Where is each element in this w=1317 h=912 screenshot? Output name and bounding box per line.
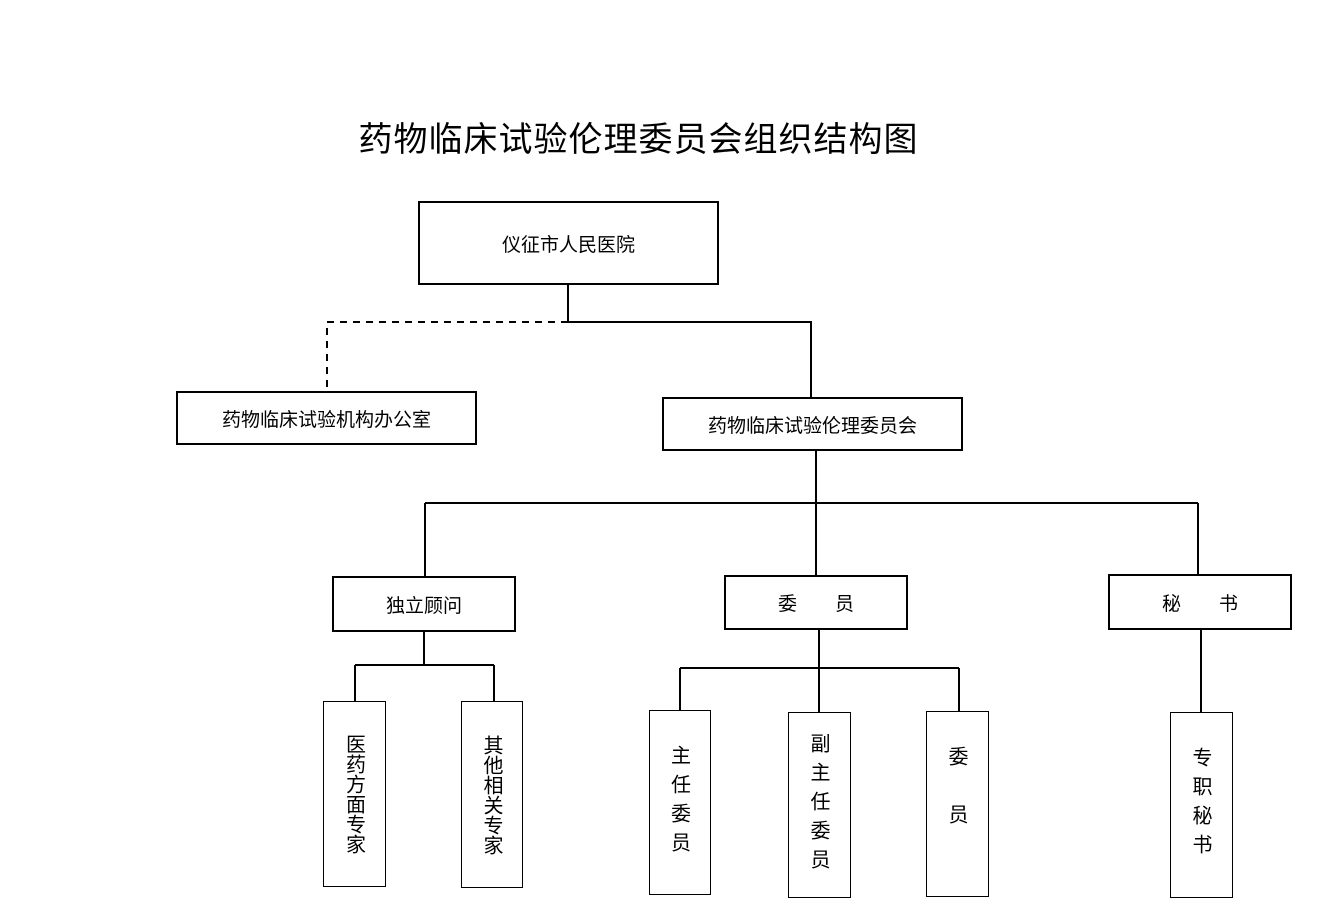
- node-other-expert-label: 其他相关专家: [480, 734, 504, 855]
- node-hospital: 仪征市人民医院: [418, 201, 719, 285]
- node-member: 委 员: [724, 575, 908, 630]
- node-committee-member-label: 委员: [945, 746, 969, 862]
- node-pharma-expert-label: 医药方面专家: [342, 734, 367, 854]
- diagram-title: 药物临床试验伦理委员会组织结构图: [0, 112, 1317, 161]
- node-committee-label: 药物临床试验伦理委员会: [707, 414, 917, 437]
- line-committee-branch: [568, 321, 812, 398]
- node-pharma-expert: 医药方面专家: [323, 701, 386, 887]
- node-chair-label: 主任委员: [667, 744, 692, 861]
- node-full-secretary-label: 专职秘书: [1189, 747, 1213, 863]
- node-full-secretary: 专职秘书: [1170, 712, 1233, 898]
- node-vice-chair: 副主任委员: [788, 712, 851, 898]
- node-other-expert: 其他相关专家: [461, 701, 523, 888]
- node-hospital-label: 仪征市人民医院: [501, 233, 635, 256]
- node-vice-chair-label: 副主任委员: [807, 732, 831, 878]
- node-advisor: 独立顾问: [332, 576, 516, 632]
- node-chair: 主任委员: [649, 710, 711, 895]
- node-committee: 药物临床试验伦理委员会: [662, 397, 963, 451]
- line-dashed-office: [326, 321, 568, 392]
- node-office-label: 药物临床试验机构办公室: [221, 408, 431, 431]
- node-office: 药物临床试验机构办公室: [176, 391, 477, 445]
- node-member-label: 委 员: [777, 593, 854, 615]
- node-advisor-label: 独立顾问: [385, 594, 462, 617]
- diagram-title-text: 药物临床试验伦理委员会组织结构图: [358, 120, 919, 160]
- node-secretary: 秘 书: [1108, 574, 1292, 630]
- node-secretary-label: 秘 书: [1161, 592, 1238, 615]
- node-committee-member: 委员: [926, 711, 989, 897]
